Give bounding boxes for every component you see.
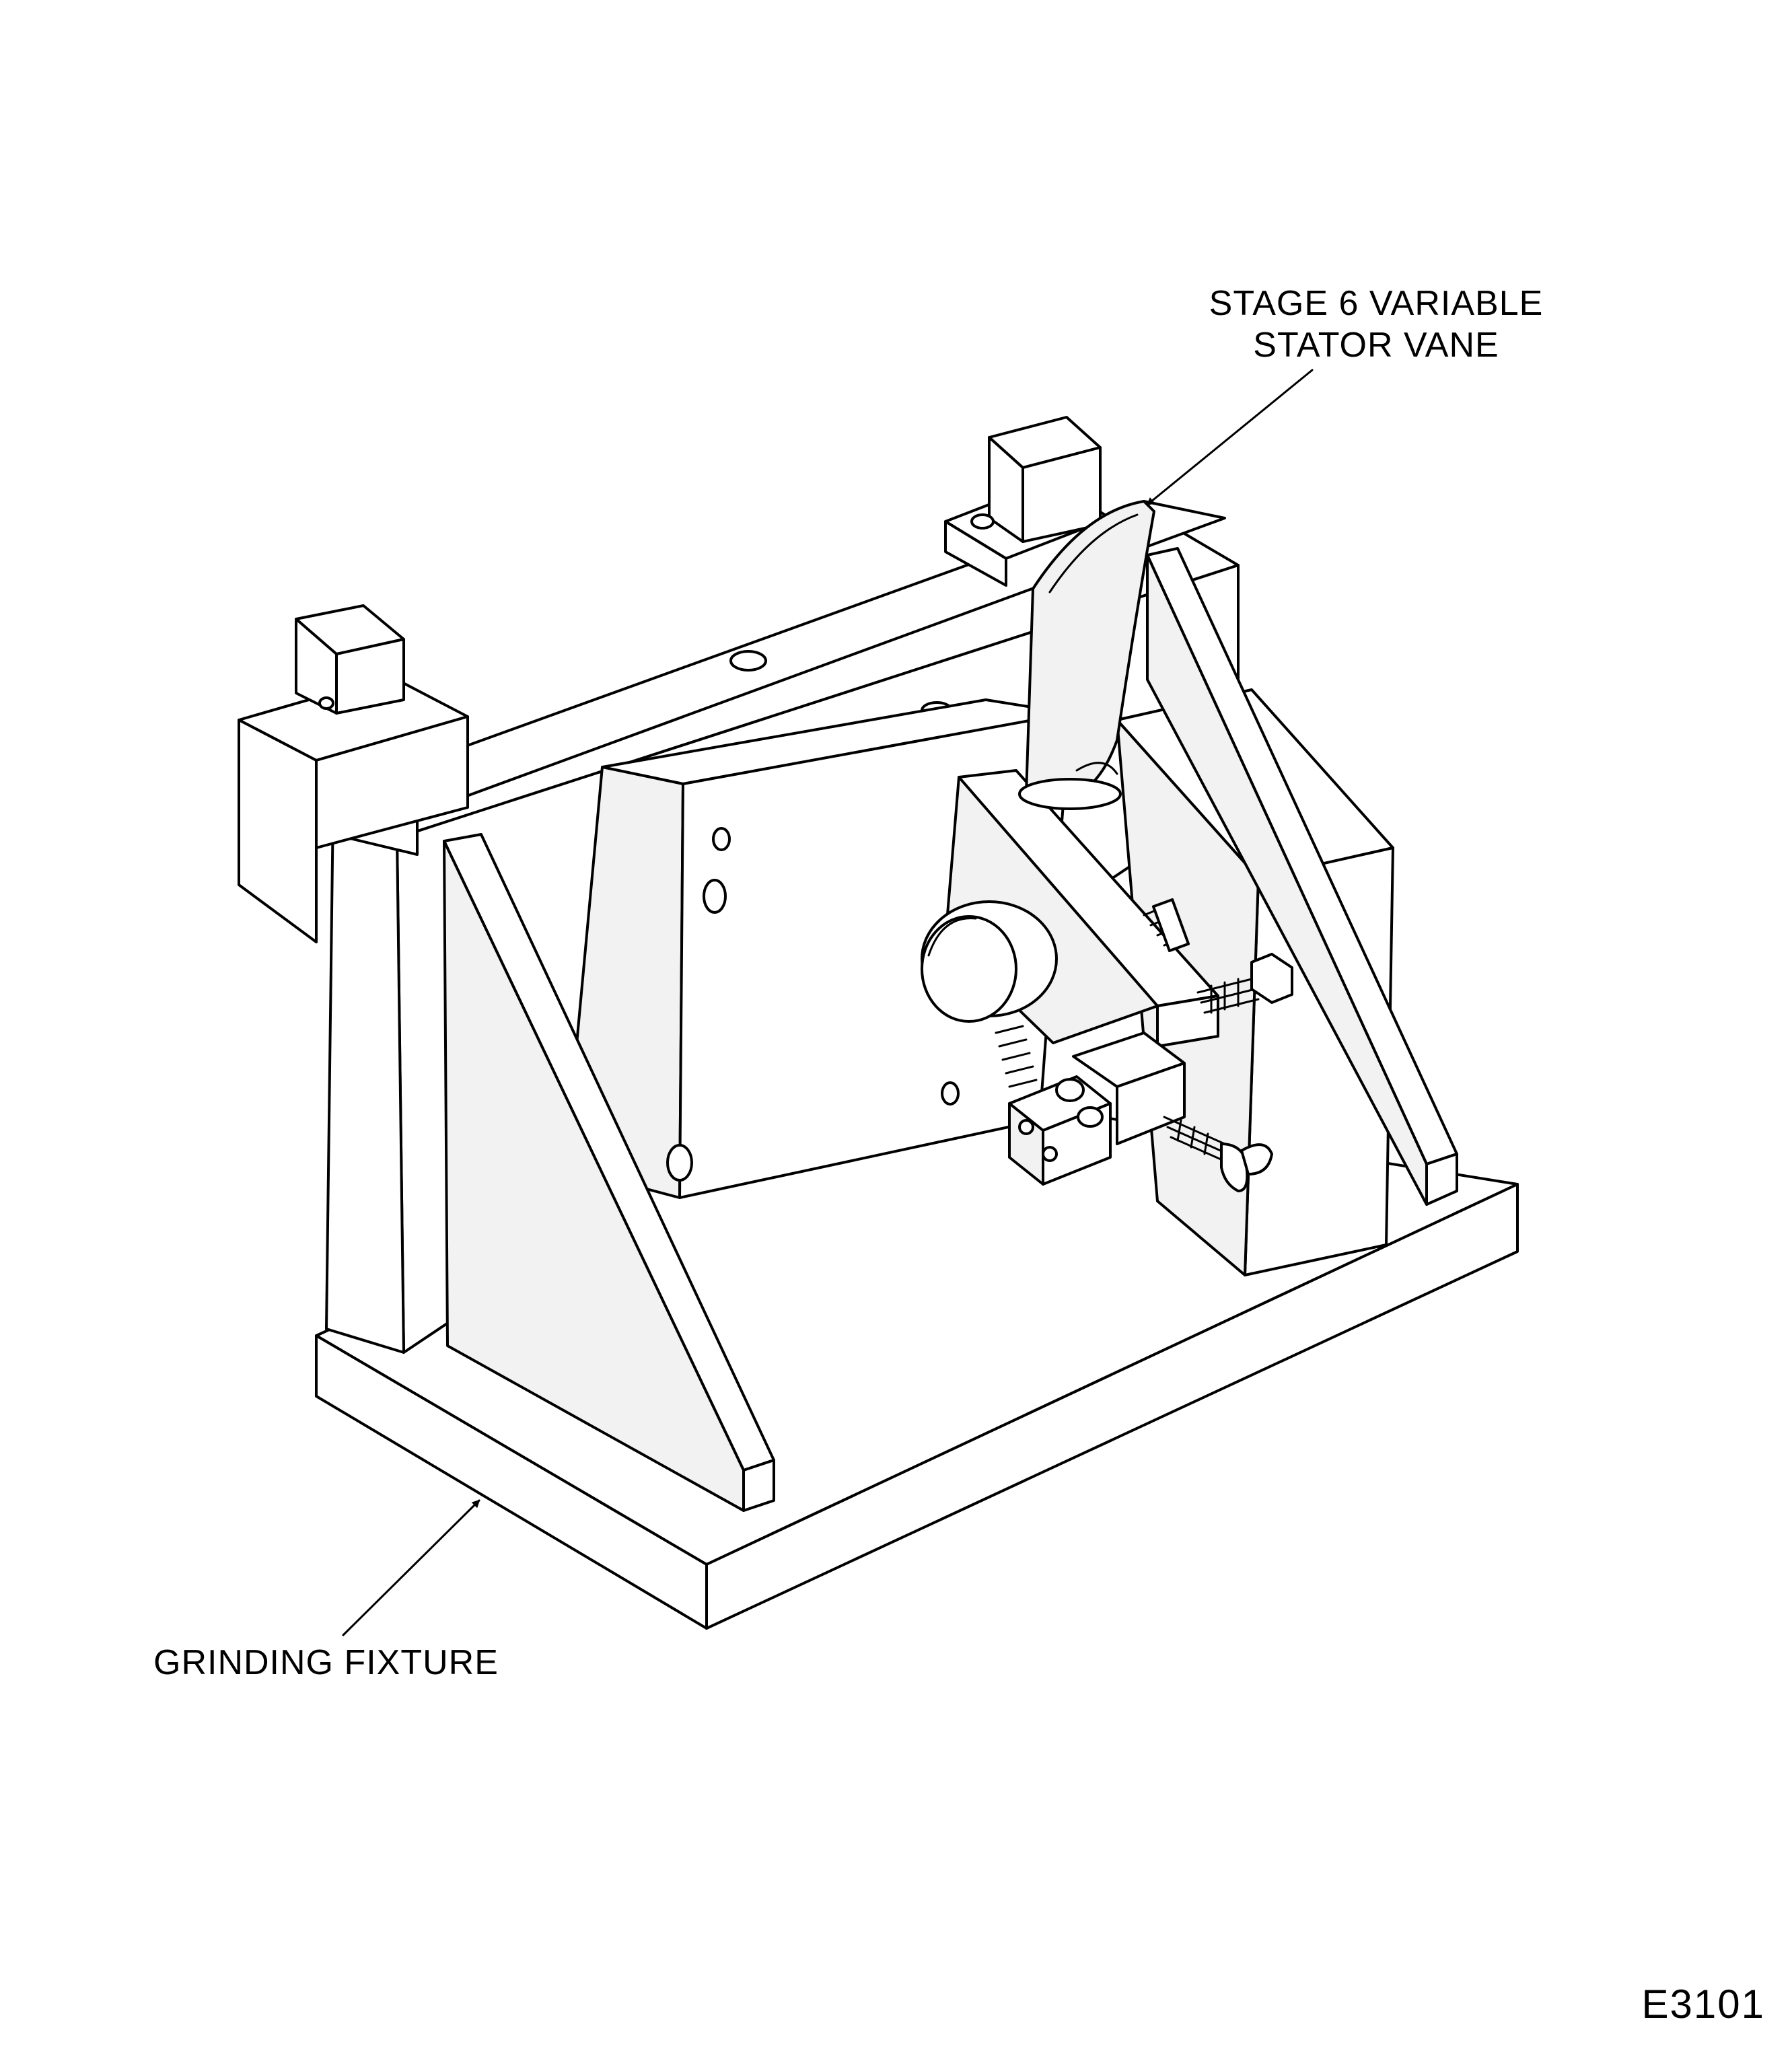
grinding-fixture-callout: GRINDING FIXTURE [153,1643,499,1682]
left-gusset [444,834,774,1511]
wing-screw [1164,1117,1272,1191]
stator-vane [1019,501,1154,809]
lower-clamp [1009,1033,1184,1184]
left-clamp-block [239,606,468,942]
figure-id: E3101 [1641,1982,1765,2027]
callout-leaders [343,370,1312,1635]
adjusting-screws [996,900,1292,1191]
lower-screw [996,1026,1036,1087]
right-clamp-block [945,417,1110,585]
right-screw [1198,954,1292,1013]
stator-vane-callout-line2: STATOR VANE [1253,326,1499,365]
stator-vane-callout: STAGE 6 VARIABLE STATOR VANE [1184,283,1568,366]
right-gusset [1147,548,1457,1204]
vane-holder [922,770,1218,1046]
upper-screw [1144,900,1188,951]
stator-vane-callout-line1: STAGE 6 VARIABLE [1209,284,1544,323]
